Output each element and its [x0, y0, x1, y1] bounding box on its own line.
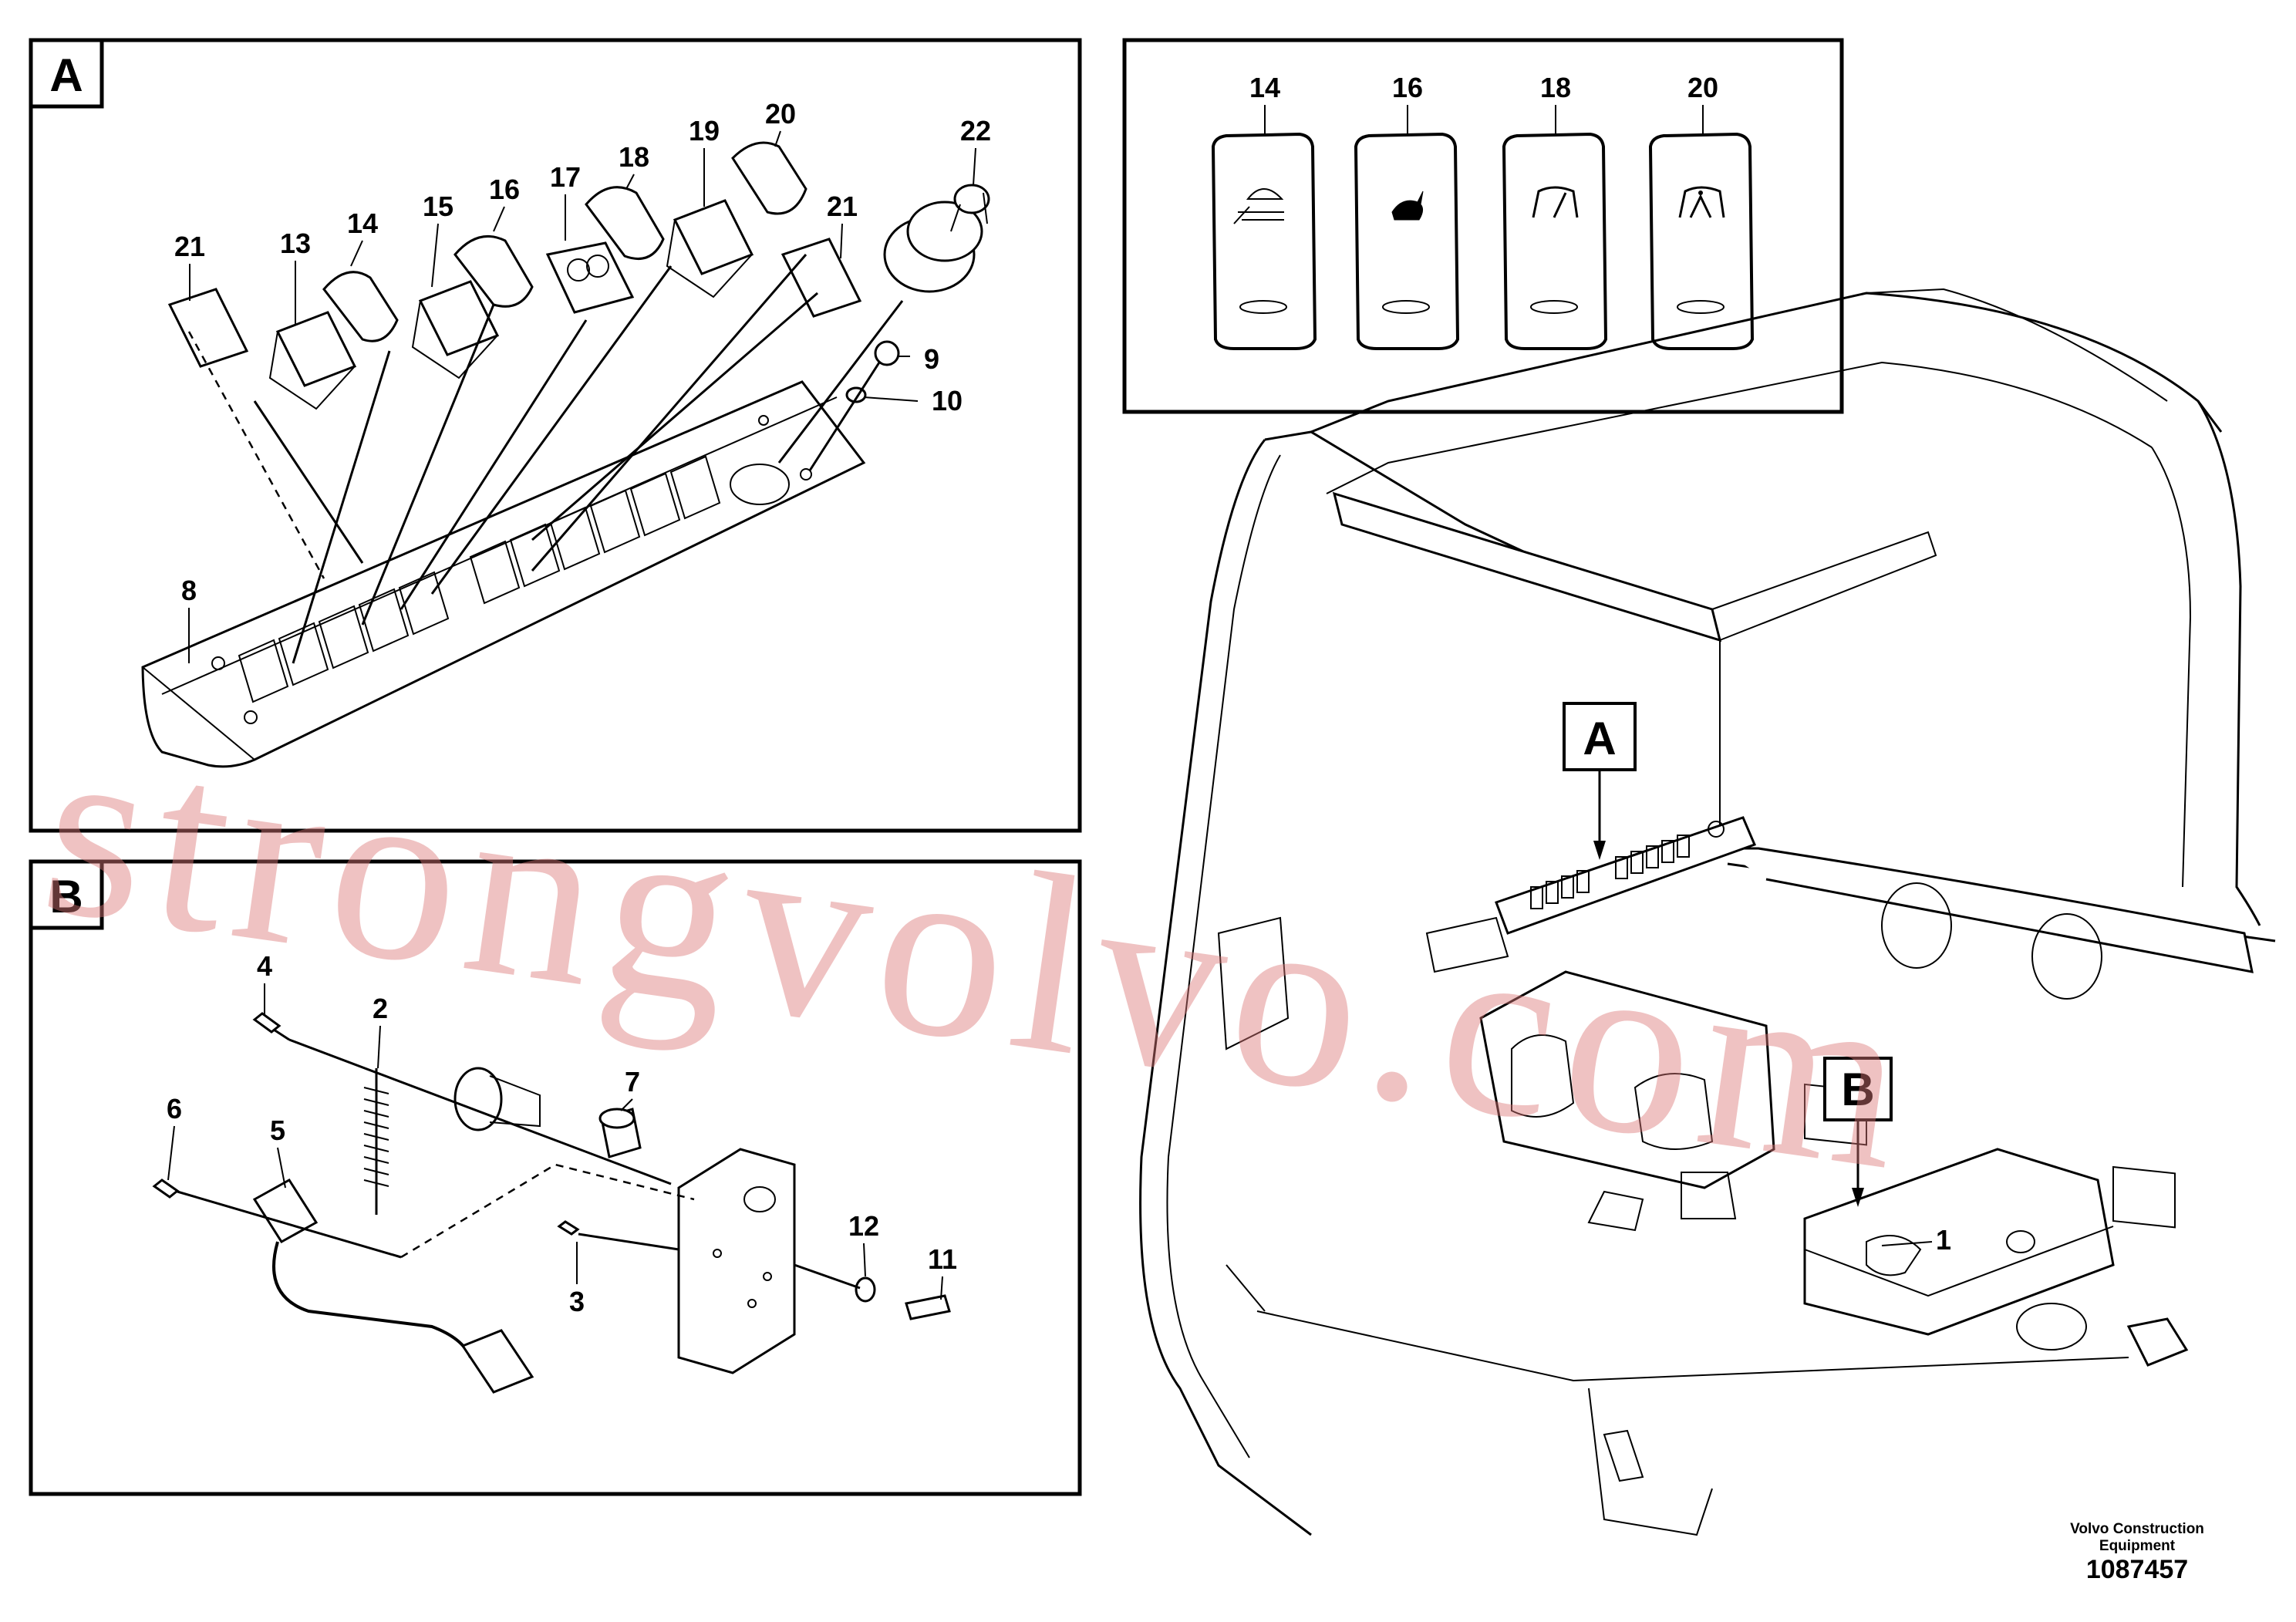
- switch-21-left: [167, 288, 249, 368]
- callout-6: 6: [167, 1093, 182, 1125]
- washer-wiper-icon: [1678, 186, 1725, 218]
- wiper-icon: [1532, 186, 1579, 218]
- rocker-switch-20: [1648, 132, 1755, 350]
- bracket-plate: [677, 1148, 796, 1374]
- callout-22: 22: [960, 115, 991, 147]
- brand-label: Volvo Construction Equipment: [2052, 1521, 2222, 1555]
- callout-12: 12: [848, 1210, 879, 1242]
- callout-21-right: 21: [827, 191, 858, 222]
- rocker-20: [731, 141, 807, 215]
- switch-13: [268, 311, 357, 410]
- work-light-icon: [1233, 188, 1284, 224]
- callout-switch-18: 18: [1540, 72, 1571, 103]
- callout-switch-16: 16: [1392, 72, 1423, 103]
- svg-text:B: B: [1841, 1064, 1874, 1115]
- callout-4: 4: [257, 950, 272, 982]
- bolt-11: [905, 1294, 951, 1320]
- rocker-18: [585, 186, 665, 260]
- callout-11: 11: [928, 1243, 957, 1275]
- svg-text:A: A: [1583, 713, 1616, 764]
- switch-17: [545, 241, 635, 314]
- pivot-shaft: [453, 1067, 541, 1131]
- callout-3: 3: [569, 1286, 585, 1317]
- sensor-5: [252, 1179, 534, 1394]
- callout-7: 7: [625, 1066, 640, 1098]
- callout-19: 19: [689, 115, 720, 147]
- callout-15: 15: [423, 191, 453, 222]
- callout-8: 8: [181, 575, 197, 606]
- cab-callout-b: B: [1823, 1057, 1893, 1207]
- switch-19: [666, 199, 754, 298]
- callout-9: 9: [924, 343, 939, 375]
- switch-15: [411, 280, 500, 379]
- cab-assembly: A B 1: [1139, 288, 2276, 1536]
- callout-5: 5: [270, 1114, 285, 1146]
- switch-21-right: [781, 238, 862, 318]
- rocker-switch-18: [1502, 132, 1608, 350]
- panel-a: A: [29, 38, 1082, 833]
- panel-a-callouts: 21 13 14 15 16 17 18 19 20 21 22 9 10 8: [174, 98, 991, 606]
- brand-line-1: Volvo Construction: [2070, 1521, 2204, 1537]
- screw-6: [152, 1179, 180, 1199]
- callout-switch-20: 20: [1687, 72, 1718, 103]
- rocker-switch-14: [1211, 132, 1317, 350]
- bolt-3: [557, 1220, 580, 1236]
- rocker-16: [453, 234, 534, 308]
- callout-1: 1: [1936, 1224, 1951, 1256]
- callout-13: 13: [280, 228, 311, 259]
- part-number: 1087457: [2085, 1555, 2189, 1584]
- cab-switch-panel: [1425, 816, 1757, 973]
- callout-16: 16: [489, 174, 520, 205]
- callout-14: 14: [347, 207, 378, 239]
- bushing-7: [598, 1108, 642, 1158]
- callout-switch-14: 14: [1249, 72, 1280, 103]
- cigarette-lighter-22: [883, 184, 990, 293]
- panel-b-letter: B: [49, 871, 83, 922]
- washer-12: [855, 1276, 876, 1303]
- cab-callout-a: A: [1563, 702, 1637, 860]
- rabbit-speed-icon: [1391, 191, 1424, 221]
- brand-line-2: Equipment: [2099, 1538, 2176, 1554]
- spring-2: [363, 1068, 389, 1215]
- bolt-4: [252, 1012, 290, 1041]
- callout-20: 20: [765, 98, 796, 130]
- rocker-switch-16: [1354, 132, 1460, 350]
- panel-b: B: [29, 859, 1082, 1496]
- callout-2: 2: [373, 993, 388, 1024]
- switch-detail-panel: 14 16 18 20: [1122, 38, 1844, 414]
- callout-18: 18: [619, 141, 649, 173]
- rocker-14: [322, 271, 399, 342]
- callout-10: 10: [932, 385, 963, 416]
- screw-9: [874, 340, 900, 366]
- callout-21-left: 21: [174, 231, 205, 262]
- panel-a-letter: A: [49, 49, 83, 101]
- switch-plate: [141, 380, 866, 768]
- callout-17: 17: [550, 161, 581, 193]
